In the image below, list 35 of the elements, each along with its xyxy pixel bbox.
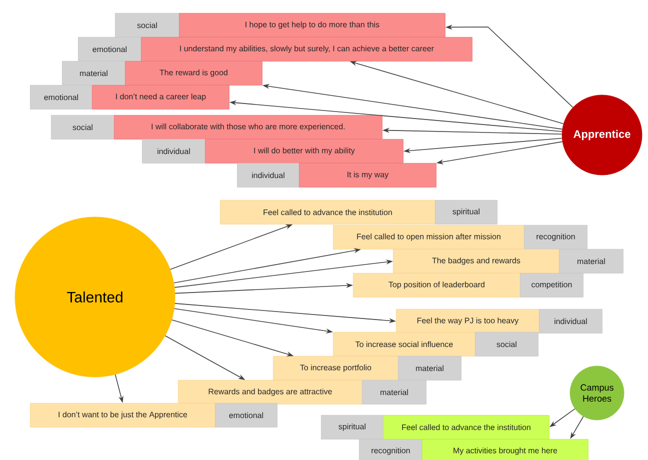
- category-box: recognition: [524, 225, 588, 250]
- statement-box: Top position of leaderboard: [353, 273, 520, 298]
- statement-box: I will do better with my ability: [205, 139, 404, 164]
- category-box: social: [51, 115, 114, 140]
- statement-box: My activities brought me here: [422, 439, 588, 460]
- category-box: material: [398, 356, 462, 380]
- category-box: competition: [520, 273, 584, 298]
- statement-box: Feel called to open mission after mission: [333, 225, 524, 250]
- category-box: material: [362, 380, 426, 404]
- category-box: social: [475, 332, 538, 356]
- statement-box: I hope to get help to do more than this: [179, 13, 446, 38]
- category-box: individual: [237, 163, 300, 188]
- category-box: individual: [539, 309, 602, 334]
- statement-box: To increase portfolio: [273, 356, 398, 380]
- statement-box: It is my way: [299, 163, 436, 188]
- statement-box: Feel the way PJ is too heavy: [396, 309, 540, 334]
- category-box: material: [62, 61, 126, 86]
- statement-box: Feel called to advance the institution: [383, 415, 550, 440]
- category-box: spiritual: [435, 200, 498, 224]
- statement-box: Feel called to advance the institution: [220, 200, 436, 224]
- statement-box: To increase social influence: [333, 332, 476, 356]
- category-box: material: [559, 249, 624, 274]
- category-box: emotional: [30, 85, 92, 110]
- statement-box: I don’t want to be just the Apprentice: [30, 403, 216, 428]
- statement-box: The reward is good: [125, 61, 262, 86]
- statement-box: Rewards and badges are attractive: [178, 380, 362, 404]
- statement-box: The badges and rewards: [393, 249, 560, 274]
- category-box: spiritual: [321, 415, 384, 440]
- category-box: individual: [142, 139, 206, 164]
- category-box: emotional: [215, 403, 278, 428]
- category-box: recognition: [359, 439, 422, 460]
- category-box: emotional: [78, 37, 142, 62]
- statement-box: I don’t need a career leap: [92, 85, 230, 110]
- category-box: social: [115, 13, 180, 38]
- statement-box: I will collaborate with those who are more experienced.: [114, 115, 382, 140]
